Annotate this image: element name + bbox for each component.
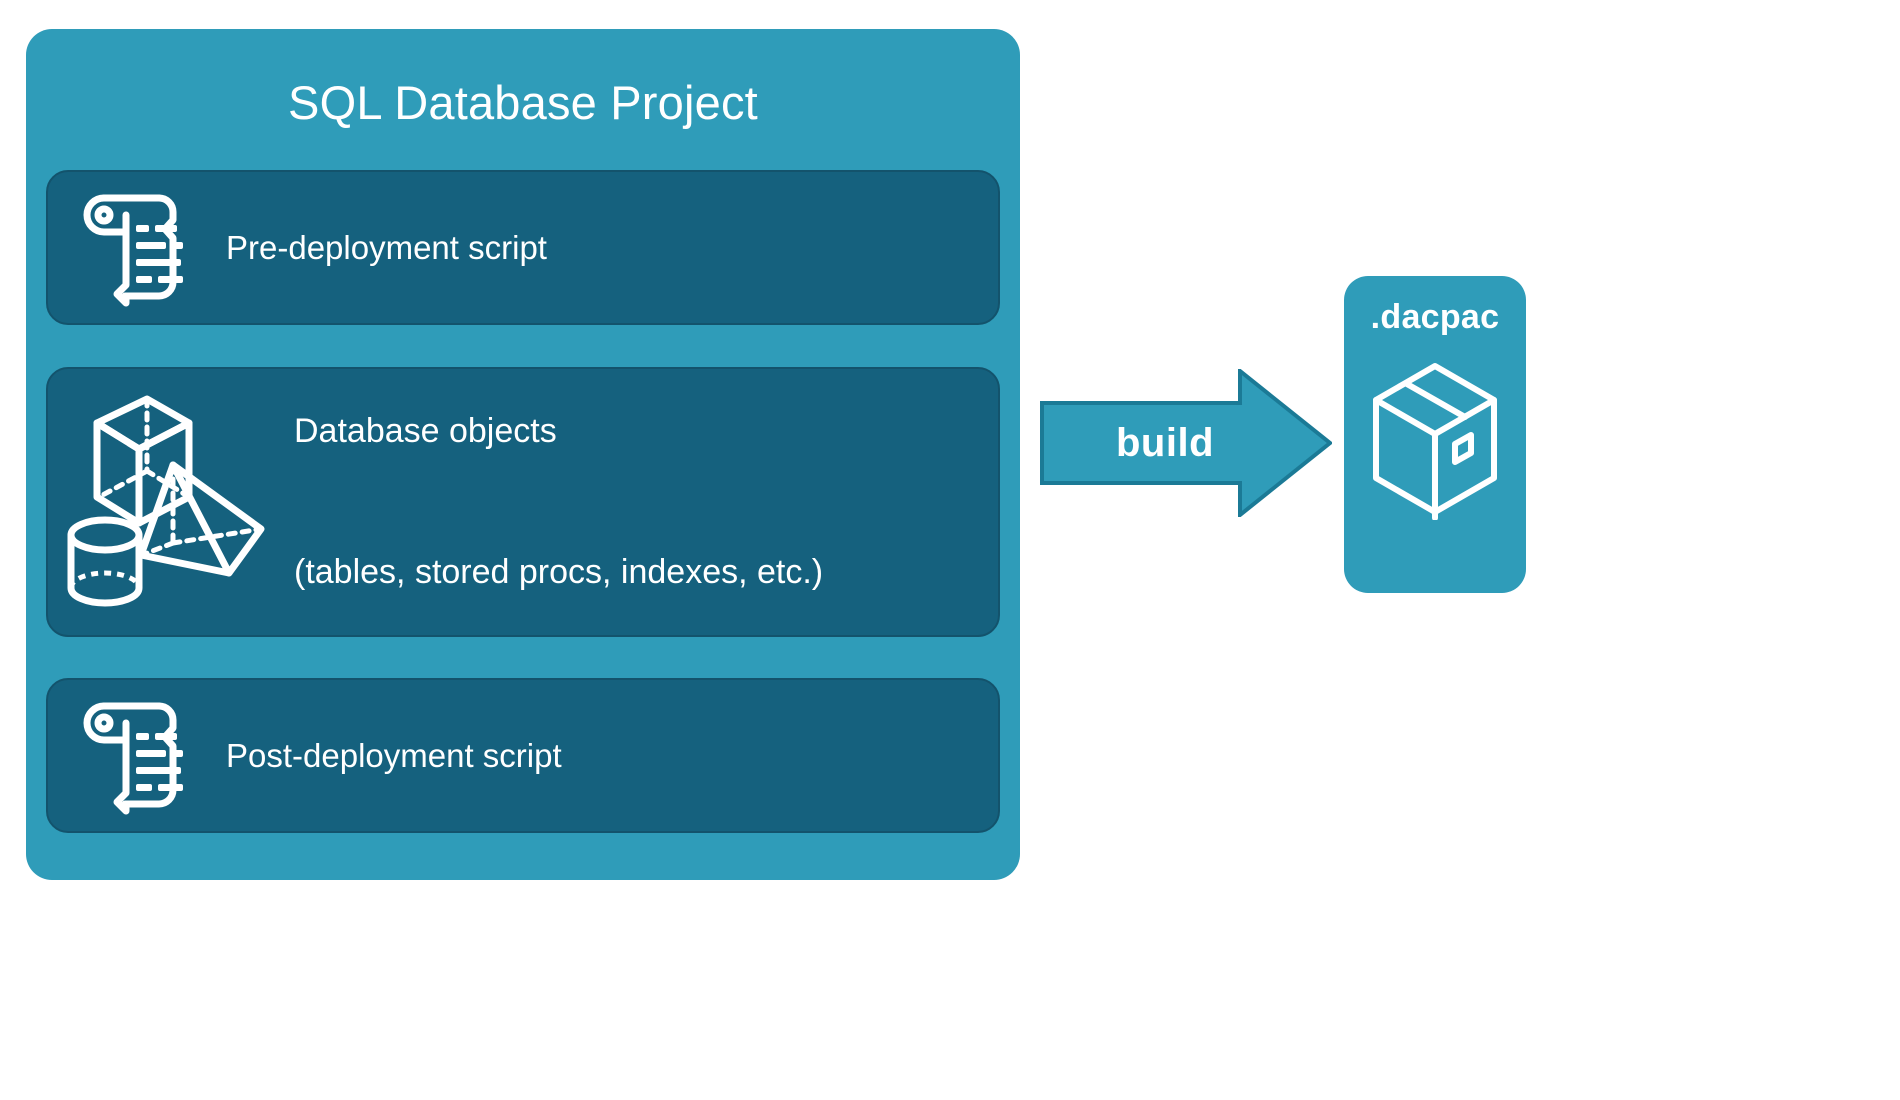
database-objects-icon-group	[56, 387, 286, 617]
post-deployment-script-label: Post-deployment script	[226, 736, 562, 774]
database-objects-label-line2: (tables, stored procs, indexes, etc.)	[294, 552, 824, 591]
pre-deployment-script-card[interactable]: Pre-deployment script	[46, 170, 1000, 325]
pre-deployment-script-label: Pre-deployment script	[226, 228, 547, 266]
project-title: SQL Database Project	[288, 76, 758, 129]
scroll-icon	[58, 189, 208, 307]
build-arrow	[1040, 366, 1334, 520]
cylinder-icon	[67, 516, 143, 607]
scroll-icon	[58, 697, 208, 815]
dacpac-output-panel: .dacpac	[1344, 276, 1526, 593]
database-objects-card[interactable]: Database objects (tables, stored procs, …	[46, 367, 1000, 637]
database-objects-label-block: Database objects (tables, stored procs, …	[294, 314, 823, 689]
database-objects-label-line1: Database objects	[294, 412, 557, 451]
dacpac-label: .dacpac	[1370, 298, 1500, 336]
package-box-icon	[1370, 360, 1500, 521]
sql-database-project-panel: SQL Database Project	[26, 29, 1020, 880]
cube-icon	[93, 395, 193, 527]
pyramid-icon	[137, 461, 265, 577]
post-deployment-script-card[interactable]: Post-deployment script	[46, 678, 1000, 833]
